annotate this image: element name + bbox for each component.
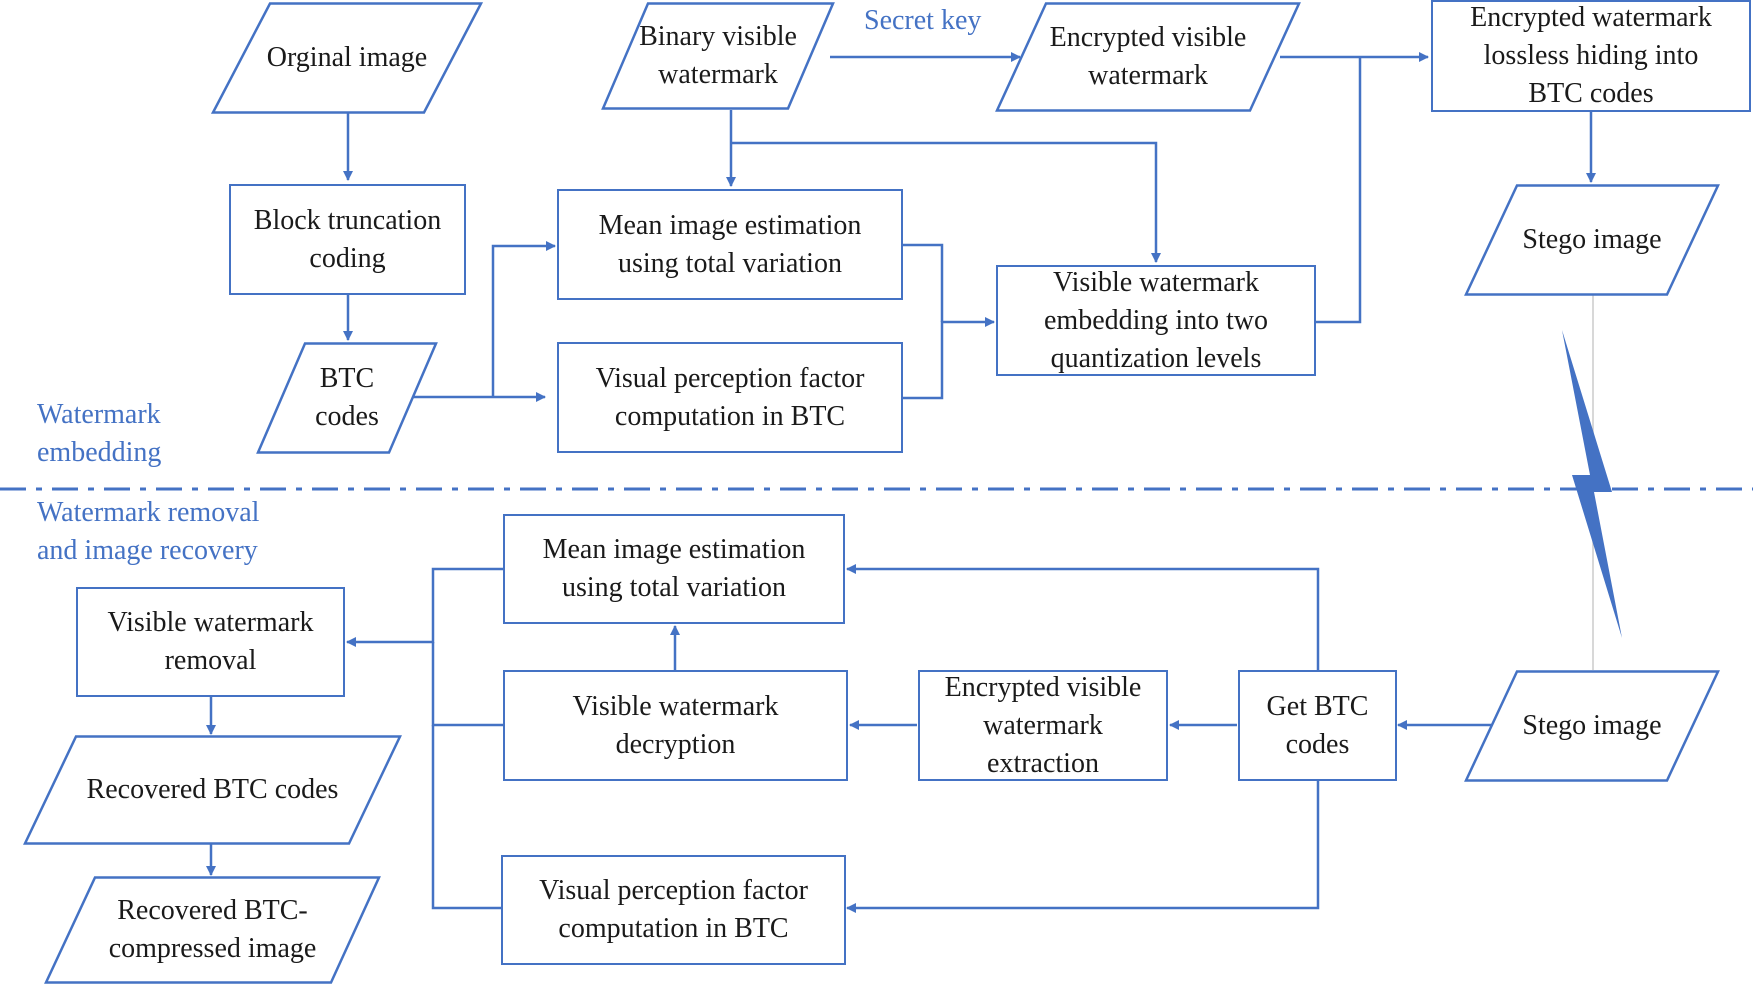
arrow-getbtc-to-vpf <box>846 781 1320 913</box>
node-mean-estimation-bottom: Mean image estimation using total variat… <box>503 514 845 624</box>
node-watermark-extraction: Encrypted visible watermark extraction <box>918 670 1168 781</box>
lightning-bolt-icon <box>1562 330 1622 638</box>
node-watermark-embedding: Visible watermark embedding into two qua… <box>996 265 1316 376</box>
arrow-vpf-to-embed <box>903 317 995 400</box>
node-lossless-hiding: Encrypted watermark lossless hiding into… <box>1431 0 1751 112</box>
node-btc-codes: BTC codes <box>256 342 438 454</box>
node-get-btc-codes: Get BTC codes <box>1238 670 1397 781</box>
node-vpf-computation-bottom: Visual perception factor computation in … <box>501 855 846 965</box>
node-encrypted-watermark-label: Encrypted visible watermark <box>1049 22 1247 91</box>
node-watermark-removal: Visible watermark removal <box>76 587 345 697</box>
node-stego-image-top-label: Stego image <box>1522 224 1662 255</box>
node-original-image: Orginal image <box>210 2 484 114</box>
node-recovered-btc-codes: Recovered BTC codes <box>23 735 402 845</box>
node-mean-estimation-top: Mean image estimation using total variat… <box>557 189 903 300</box>
section-label-removal: Watermark removal and image recovery <box>37 497 260 566</box>
node-stego-image-bottom: Stego image <box>1464 670 1720 782</box>
node-recovered-btc-image-label: Recovered BTC- compressed image <box>108 895 317 964</box>
node-encrypted-watermark: Encrypted visible watermark <box>995 2 1301 112</box>
line-decryption-join <box>431 642 503 727</box>
arrow-binary-to-embed <box>731 141 1161 263</box>
arrow-codes-to-mean <box>491 241 556 397</box>
node-stego-image-top: Stego image <box>1464 184 1720 296</box>
line-vpf-join <box>431 725 501 910</box>
node-original-image-label: Orginal image <box>266 42 428 73</box>
node-vpf-computation-top: Visual perception factor computation in … <box>557 342 903 453</box>
secret-key-label: Secret key <box>864 5 982 36</box>
arrow-mean-to-embed <box>903 243 944 322</box>
node-recovered-btc-image: Recovered BTC- compressed image <box>44 876 381 984</box>
node-recovered-btc-codes-label: Recovered BTC codes <box>86 774 339 805</box>
arrow-mean-to-removal <box>346 567 503 647</box>
node-btc-codes-label: BTC codes <box>315 363 379 432</box>
node-binary-watermark-label: Binary visible watermark <box>639 21 797 90</box>
node-stego-image-bottom-label: Stego image <box>1522 710 1662 741</box>
arrow-getbtc-to-mean <box>846 564 1320 670</box>
node-watermark-decryption: Visible watermark decryption <box>503 670 848 781</box>
node-binary-watermark: Binary visible watermark <box>601 2 835 110</box>
section-label-embedding: Watermark embedding <box>37 399 162 468</box>
arrow-embed-to-hiding <box>1316 57 1362 324</box>
node-block-truncation-coding: Block truncation coding <box>229 184 466 295</box>
